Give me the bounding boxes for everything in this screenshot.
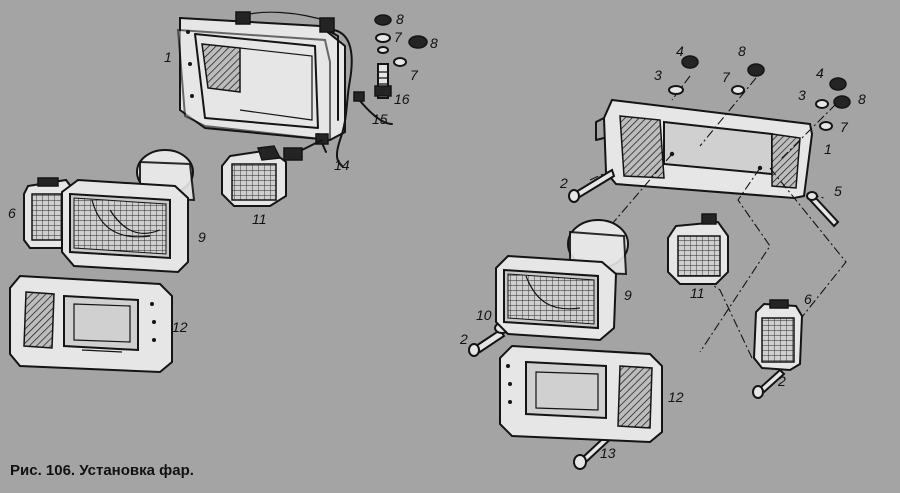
right-screws — [468, 168, 840, 470]
figure-caption: Рис. 106. Установка фар. — [10, 462, 194, 479]
callout-right-9: 9 — [624, 287, 632, 303]
callout-left-14: 14 — [334, 157, 350, 173]
right-fasteners — [668, 55, 851, 131]
callout-right-5: 5 — [834, 183, 842, 199]
callout-right-6: 6 — [804, 291, 812, 307]
callout-left-8a: 8 — [396, 11, 404, 27]
callout-right-4a: 4 — [676, 43, 684, 59]
right-mounting-frame — [499, 344, 663, 444]
right-assembly-lines — [551, 75, 847, 383]
callout-right-11: 11 — [690, 285, 705, 301]
callout-left-15: 15 — [372, 111, 388, 127]
callout-left-12: 12 — [172, 319, 188, 335]
callout-left-9: 9 — [198, 229, 206, 245]
callout-right-2c: 2 — [777, 373, 786, 389]
left-headlight — [61, 149, 196, 274]
right-signal-lamp — [667, 213, 729, 285]
left-fasteners — [374, 14, 428, 99]
callout-right-3b: 3 — [798, 87, 806, 103]
left-signal-lamp — [221, 139, 323, 207]
callout-right-8a: 8 — [738, 43, 746, 59]
right-headlight-housing — [595, 98, 814, 200]
callout-right-7b: 7 — [840, 119, 849, 135]
callout-right-3a: 3 — [654, 67, 662, 83]
callout-right-10: 10 — [476, 307, 492, 323]
callout-right-1: 1 — [824, 141, 832, 157]
callout-right-8b: 8 — [858, 91, 866, 107]
left-mounting-frame — [9, 274, 173, 374]
callout-left-7a: 7 — [394, 29, 403, 45]
callout-right-7a: 7 — [722, 69, 731, 85]
callout-right-13: 13 — [600, 445, 616, 461]
callout-left-11: 11 — [252, 211, 267, 227]
callout-left-16: 16 — [394, 91, 410, 107]
callout-left-8b: 8 — [430, 35, 438, 51]
callout-right-2a: 2 — [559, 175, 568, 191]
left-callouts: 1 8 7 8 7 16 15 14 11 6 9 12 — [8, 11, 438, 335]
callout-right-4b: 4 — [816, 65, 824, 81]
right-headlight — [495, 219, 629, 342]
callout-left-7b: 7 — [410, 67, 419, 83]
right-callouts: 4 8 3 7 4 3 8 7 1 2 5 11 9 6 10 2 2 12 1… — [459, 43, 866, 461]
right-assembly — [468, 55, 851, 470]
callout-left-6: 6 — [8, 205, 16, 221]
callout-right-12: 12 — [668, 389, 684, 405]
left-headlight-housing — [176, 11, 346, 142]
left-assembly — [9, 11, 428, 374]
callout-right-2b: 2 — [459, 331, 468, 347]
right-connector — [752, 299, 804, 372]
callout-left-1: 1 — [164, 49, 172, 65]
left-wiring-harness — [315, 29, 393, 167]
